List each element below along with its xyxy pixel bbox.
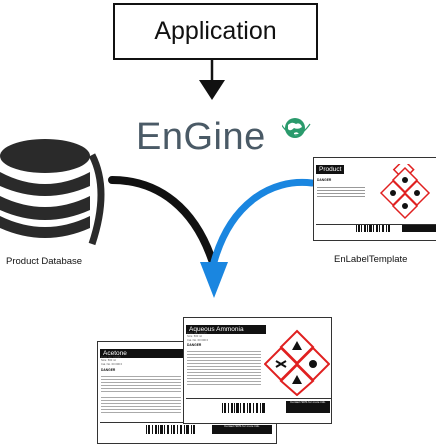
acetone-ids: Prod. No. 10035 Size: 500 ml Cat. No. 00… (101, 356, 122, 366)
application-box: Application (113, 3, 318, 60)
template-title: Product (316, 165, 345, 174)
app-to-engine-arrowhead (199, 80, 225, 100)
acetone-barcode (146, 425, 195, 434)
ammonia-barcode (222, 403, 265, 413)
ammonia-ids: Prod. No. 10035 Size: 500 ml Cat. No. 00… (187, 332, 208, 342)
globe-icon (282, 118, 311, 138)
ammonia-label-card: Aqueous Ammonia Prod. No. 10035 Size: 50… (183, 317, 332, 424)
template-info-box (402, 225, 436, 232)
template-label: EnLabelTemplate (334, 254, 408, 265)
template-barcode (356, 225, 390, 232)
ammonia-info-box: Contact SDS for more info. (286, 400, 330, 413)
ammonia-ghs-icons (264, 329, 330, 396)
template-card: Product DANGER (313, 157, 436, 241)
acetone-text-lines (101, 374, 181, 415)
engine-logo: EnGine (136, 116, 266, 158)
acetone-bottom-bar: Contact SDS for more info. (100, 422, 276, 443)
template-bottom-bar (316, 224, 436, 233)
database-label: Product Database (6, 256, 83, 267)
acetone-signal-word: DANGER (101, 368, 116, 372)
database-flow-curve (108, 176, 216, 264)
acetone-id-line: Cat. No. 00 000 0 (101, 362, 123, 366)
ammonia-title: Aqueous Ammonia (186, 325, 266, 334)
acetone-id-line: Size: 500 ml (101, 359, 116, 363)
ammonia-text-lines (187, 349, 261, 387)
output-arrowhead (200, 262, 228, 298)
ammonia-id-line: Cat. No. 00 000 0 (187, 338, 209, 342)
acetone-id-line: Prod. No. 10035 (101, 356, 121, 359)
ammonia-id-line: Size: 500 ml (187, 335, 202, 339)
ammonia-signal-word: DANGER (187, 343, 202, 347)
acetone-title: Acetone (100, 349, 184, 358)
template-signal-word: DANGER (317, 178, 332, 182)
acetone-info-box: Contact SDS for more info. (212, 424, 272, 434)
template-text-lines (317, 185, 365, 199)
template-flow-curve (210, 178, 316, 266)
application-label: Application (154, 17, 277, 45)
ammonia-id-line: Prod. No. 10035 (187, 332, 207, 335)
database-icon (0, 139, 105, 246)
ammonia-bottom-bar: Contact SDS for more info. (186, 398, 331, 423)
ghs-hazard-icon (379, 164, 431, 220)
